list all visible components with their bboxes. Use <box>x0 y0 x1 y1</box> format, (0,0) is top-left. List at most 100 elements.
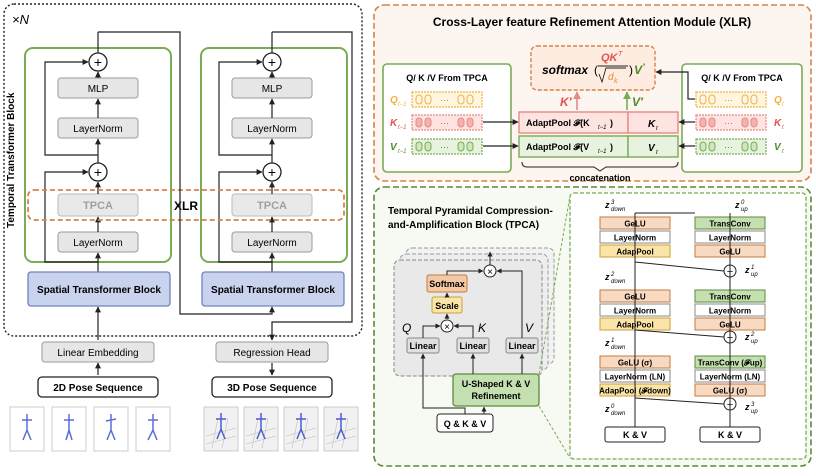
vt-box <box>627 135 679 158</box>
adaptpool-v-close: ) <box>610 142 613 152</box>
z-down-2: z <box>604 272 610 282</box>
softmax-word: softmax <box>542 63 589 77</box>
z-up-0-sub: up <box>741 207 748 213</box>
v-prime-label: V′ <box>632 95 644 109</box>
z-down-3: z <box>604 200 610 210</box>
v-symbol: V <box>525 321 534 335</box>
xlr-band-label: XLR <box>174 199 198 213</box>
linear-label-q: Linear <box>409 341 437 351</box>
ushaped-refinement-box <box>452 373 540 407</box>
z-down-3-sup: 3 <box>611 200 615 206</box>
regression-head-box <box>215 341 329 363</box>
spatial-label-2: Spatial Transformer Block <box>211 285 335 296</box>
xlr-title: Cross-Layer feature Refinement Attention… <box>433 15 751 29</box>
linear-label-k: Linear <box>459 341 487 351</box>
panel-left-title: Q/ K /V From TPCA <box>406 73 488 83</box>
z-up-3-sub: up <box>751 409 758 415</box>
softmax-label: Softmax <box>429 279 465 289</box>
v-left-label: V <box>390 142 398 153</box>
z-up-1-sup: 1 <box>751 265 754 271</box>
linear-embedding-label: Linear Embedding <box>57 348 138 359</box>
q-left-ellipsis: ··· <box>440 95 449 105</box>
z-down-0-sub: down <box>611 411 626 417</box>
layernorm-label-1a: LayerNorm <box>73 124 122 135</box>
pose-2d-thumbnails <box>9 406 171 452</box>
temporal-block-label: Temporal Transformer Block <box>6 92 17 228</box>
tpca-label-2: TPCA <box>257 200 287 212</box>
left-architecture: ×N Temporal Transformer Block MLP LayerN… <box>3 3 363 452</box>
layernorm-label-1b: LayerNorm <box>73 238 122 249</box>
v-right-ellipsis: ··· <box>724 142 733 152</box>
spatial-block-1 <box>27 271 171 307</box>
z-down-1: z <box>604 338 610 348</box>
temporal-block-2 <box>200 47 348 263</box>
vt-label: V <box>648 143 656 154</box>
tpca-label-1: TPCA <box>83 200 113 212</box>
linear-embedding-box <box>41 341 155 363</box>
k-left-label: K <box>390 118 398 129</box>
adaptpool-k-sub: t−1 <box>598 125 607 131</box>
xlr-module: Cross-Layer feature Refinement Attention… <box>373 4 812 183</box>
z-up-2: z <box>744 332 750 342</box>
ushaped-label-1: U-Shaped K & V <box>462 379 531 389</box>
add-sign-2b: + <box>268 164 276 180</box>
adaptpool-v-sub: t−1 <box>598 149 607 155</box>
repeat-region <box>3 3 363 337</box>
tpca-title-2: and-Amplification Block (TPCA) <box>388 220 539 231</box>
kt-sub: t <box>656 126 658 132</box>
formula-paren-close: ) <box>629 63 633 77</box>
formula-qk: QK <box>601 52 619 64</box>
q-left-sub: t−1 <box>398 102 407 108</box>
pose-2d-label: 2D Pose Sequence <box>53 383 143 394</box>
add-sign-2a: + <box>268 54 276 70</box>
k-right-sub: t <box>782 125 784 131</box>
v-left-ellipsis: ··· <box>440 142 449 152</box>
z-down-0: z <box>604 404 610 414</box>
multiply-sign-v: × <box>487 267 493 278</box>
z-up-0: z <box>734 200 740 210</box>
spatial-block-2 <box>201 271 345 307</box>
z-down-1-sup: 1 <box>611 338 614 344</box>
v-left-sub: t−1 <box>398 149 407 155</box>
z-up-2-sub: up <box>751 339 758 345</box>
right-token-rows: ··· Q t ··· K t ··· V t <box>695 91 784 155</box>
k-left-ellipsis: ··· <box>440 118 449 128</box>
v-right-sub: t <box>782 149 784 155</box>
layernorm-label-2b: LayerNorm <box>247 238 296 249</box>
multiply-node-qk <box>440 319 454 333</box>
k-right-label: K <box>774 118 782 129</box>
k-left-sub: t−1 <box>398 125 407 131</box>
z-down-2-sup: 2 <box>610 272 615 278</box>
multiply-sign-qk: × <box>444 322 450 333</box>
scale-label: Scale <box>435 301 459 311</box>
k-symbol: K <box>478 321 487 335</box>
z-up-0-sup: 0 <box>741 200 745 206</box>
tpca-title-1: Temporal Pyramidal Compression- <box>388 206 553 217</box>
pose-2d-box <box>37 376 159 398</box>
kv-input-left-label: K & V <box>623 430 647 440</box>
k-prime-label: K′ <box>560 95 573 109</box>
temporal-column-1: MLP LayerNorm TPCA LayerNorm + + <box>44 32 139 272</box>
pose-3d-label: 3D Pose Sequence <box>227 383 317 394</box>
formula-qk-sup: T <box>618 51 623 58</box>
adaptpool-k-label: AdaptPool 𝓕(K <box>526 118 590 128</box>
q-right-ellipsis: ··· <box>724 95 733 105</box>
formula-v-prime: ′ <box>643 62 645 72</box>
left-token-rows: Q t−1 ··· K t−1 ··· V t−1 ··· <box>390 91 483 155</box>
q-left-label: Q <box>390 95 398 106</box>
add-sign-1a: + <box>94 54 102 70</box>
z-down-2-sub: down <box>611 279 626 285</box>
kt-label: K <box>648 119 656 130</box>
concatenation-label: concatenation <box>569 173 630 183</box>
panel-right-title: Q/ K /V From TPCA <box>701 73 783 83</box>
z-up-1: z <box>744 265 750 275</box>
ushaped-label-2: Refinement <box>471 391 520 401</box>
z-down-0-sup: 0 <box>611 404 615 410</box>
adaptpool-k-close: ) <box>610 118 613 128</box>
z-up-3-sup: 3 <box>751 402 755 408</box>
vt-sub: t <box>656 150 658 156</box>
kv-output-right-label: K & V <box>718 430 742 440</box>
q-symbol: Q <box>402 321 411 335</box>
